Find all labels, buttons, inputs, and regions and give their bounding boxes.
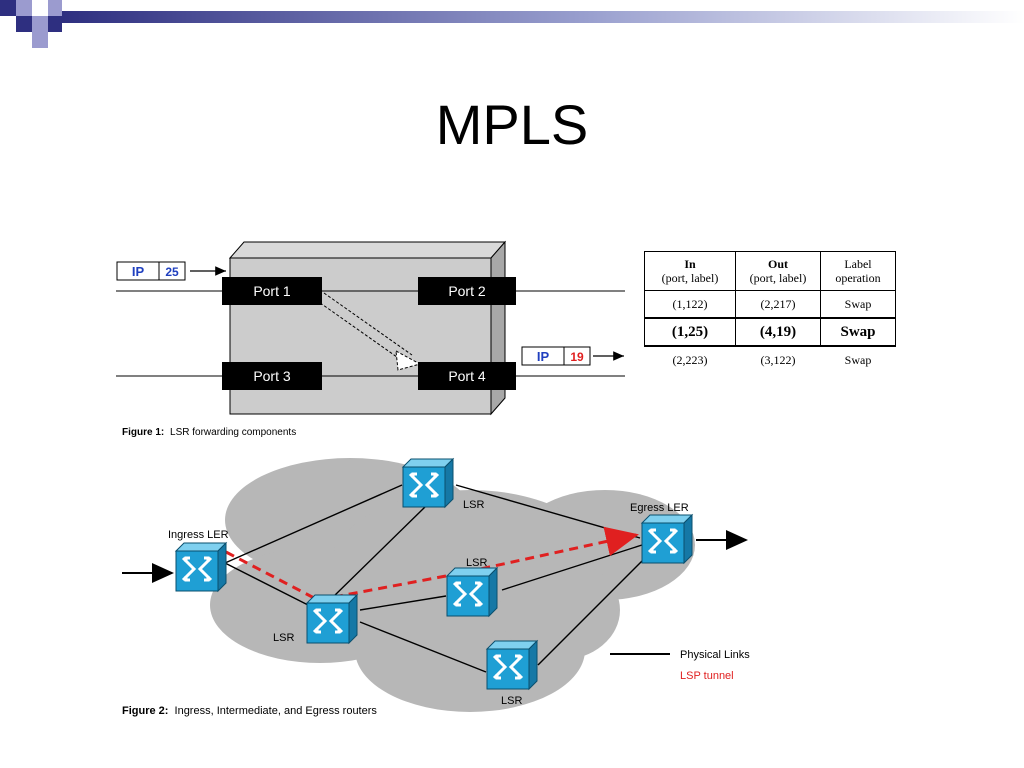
- title-decoration: [0, 0, 1024, 48]
- lsp-tunnel-path: [225, 526, 639, 602]
- table-cell: (1,25): [644, 317, 736, 347]
- figure1-caption: Figure 1: LSR forwarding components: [122, 427, 296, 438]
- caption-text: Ingress, Intermediate, and Egress router…: [175, 705, 378, 717]
- forwarding-path: [315, 299, 405, 363]
- egress-ler-router-icon: [640, 513, 694, 565]
- table-cell: (2,223): [672, 352, 708, 367]
- slide-title: MPLS: [435, 93, 589, 156]
- lsr-label: LSR: [501, 695, 522, 707]
- deco-square: [16, 0, 32, 16]
- legend: Physical Links LSP tunnel: [610, 649, 750, 682]
- port-4: Port 4: [418, 362, 516, 390]
- lsr-label: LSR: [466, 557, 487, 569]
- table-cell: Swap: [820, 290, 896, 318]
- table-cell: (2,217): [735, 290, 821, 318]
- table-header: Out(port, label): [735, 251, 821, 291]
- lsr-router-icon: [445, 566, 499, 618]
- packet-tag: IP: [537, 349, 550, 364]
- port-2: Port 2: [418, 277, 516, 305]
- forwarding-arrowhead: [395, 350, 422, 371]
- table-cell: (4,19): [735, 317, 821, 347]
- packet-tag: IP: [132, 264, 145, 279]
- port-3: Port 3: [222, 362, 322, 390]
- table-row: (1,122) (2,217) Swap: [644, 290, 896, 318]
- port-label: Port 1: [253, 283, 291, 299]
- lsr-router-icon: [401, 457, 455, 509]
- port-1: Port 1: [222, 277, 322, 305]
- caption-bold: Figure 2:: [122, 705, 168, 717]
- ingress-ler-router-icon: [174, 541, 228, 593]
- title-gradient-bar: [62, 11, 1024, 23]
- legend-tunnel-label: LSP tunnel: [680, 670, 734, 682]
- packet-label: 25: [165, 265, 179, 279]
- egress-ler-label: Egress LER: [630, 502, 689, 514]
- outgoing-packet: IP 19: [521, 346, 624, 366]
- caption-bold: Figure 1:: [122, 427, 164, 438]
- deco-square: [16, 32, 32, 48]
- deco-square: [32, 32, 48, 48]
- deco-square: [32, 16, 48, 32]
- lsr-forwarding-diagram: Port 1 Port 2 Port 3 Port 4 IP 25 IP 19 …: [116, 240, 625, 438]
- table-cell: Swap: [820, 317, 896, 347]
- table-cell: Swap: [844, 352, 872, 367]
- packet-label: 19: [570, 350, 584, 364]
- legend-physical-label: Physical Links: [680, 649, 750, 661]
- caption-text: LSR forwarding components: [170, 427, 296, 438]
- port-label: Port 3: [253, 368, 291, 384]
- lsr-router-icon: [485, 639, 539, 691]
- table-cell: (3,122): [760, 352, 796, 367]
- deco-square: [48, 0, 62, 16]
- incoming-packet: IP 25: [116, 261, 226, 281]
- lsr-label: LSR: [463, 499, 484, 511]
- port-label: Port 4: [448, 368, 486, 384]
- deco-square: [48, 16, 62, 32]
- deco-square: [0, 0, 16, 16]
- port-label: Port 2: [448, 283, 486, 299]
- forwarding-path: [323, 292, 413, 356]
- table-header: In(port, label): [644, 251, 736, 291]
- table-cell: (1,122): [644, 290, 736, 318]
- table-row: (2,223) (3,122) Swap: [645, 346, 896, 373]
- physical-links: [224, 484, 649, 673]
- lsr-label: LSR: [273, 632, 294, 644]
- deco-square: [16, 16, 32, 32]
- table-row-highlighted: (1,25) (4,19) Swap: [644, 317, 896, 347]
- ingress-ler-label: Ingress LER: [168, 529, 229, 541]
- figure2-caption: Figure 2: Ingress, Intermediate, and Egr…: [122, 705, 377, 717]
- lsr-router-icon: [305, 593, 359, 645]
